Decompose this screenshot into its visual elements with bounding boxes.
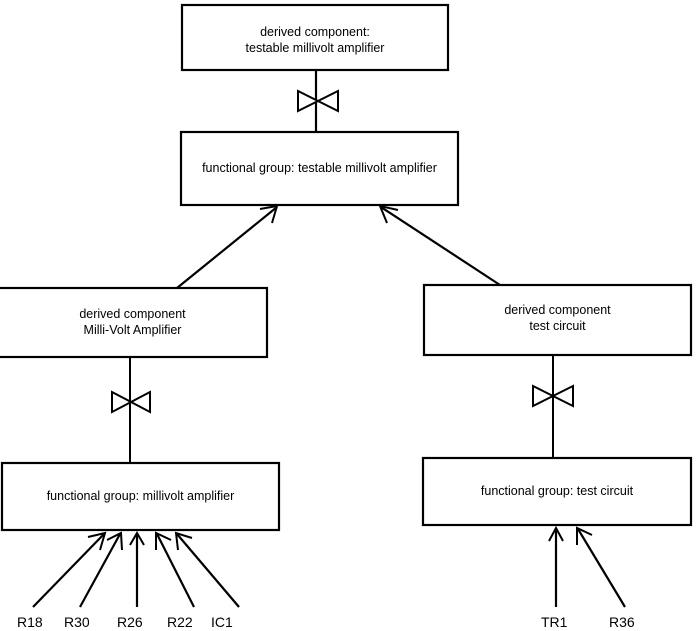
arrow-left-derived-to-fg-testable [176,204,279,289]
arrow-tr1-to-fg-test-circuit [548,525,564,607]
node-fg-millivolt-amplifier[interactable] [0,461,281,532]
bowtie-realization-icon-right [532,384,574,408]
leaf-label-r26[interactable]: R26 [117,614,143,630]
arrow-r26-to-fg-millivolt-amplifier [129,531,145,607]
arrow-r36-to-fg-test-circuit [576,526,626,608]
leaf-label-r36[interactable]: R36 [609,614,635,630]
bowtie-realization-icon-top [297,89,339,113]
leaf-label-r22[interactable]: R22 [167,614,193,630]
arrow-r22-to-fg-millivolt-amplifier [155,531,195,608]
arrow-right-derived-to-fg-testable [378,204,501,286]
bowtie-realization-icon-left [111,390,151,414]
arrow-r30-to-fg-millivolt-amplifier [79,531,123,608]
leaf-label-r30[interactable]: R30 [64,614,90,630]
node-derived-milli-volt-amplifier[interactable] [0,286,269,359]
leaf-label-r18[interactable]: R18 [17,614,43,630]
arrow-ic1-to-fg-millivolt-amplifier [174,531,240,608]
node-derived-testable-millivolt-amplifier[interactable] [180,3,450,72]
arrow-r18-to-fg-millivolt-amplifier [32,531,107,608]
node-derived-test-circuit[interactable] [422,283,693,357]
leaf-label-tr1[interactable]: TR1 [541,614,568,630]
node-fg-testable-millivolt-amplifier[interactable] [179,130,460,207]
leaf-label-ic1[interactable]: IC1 [211,614,233,630]
node-fg-test-circuit[interactable] [421,456,693,527]
